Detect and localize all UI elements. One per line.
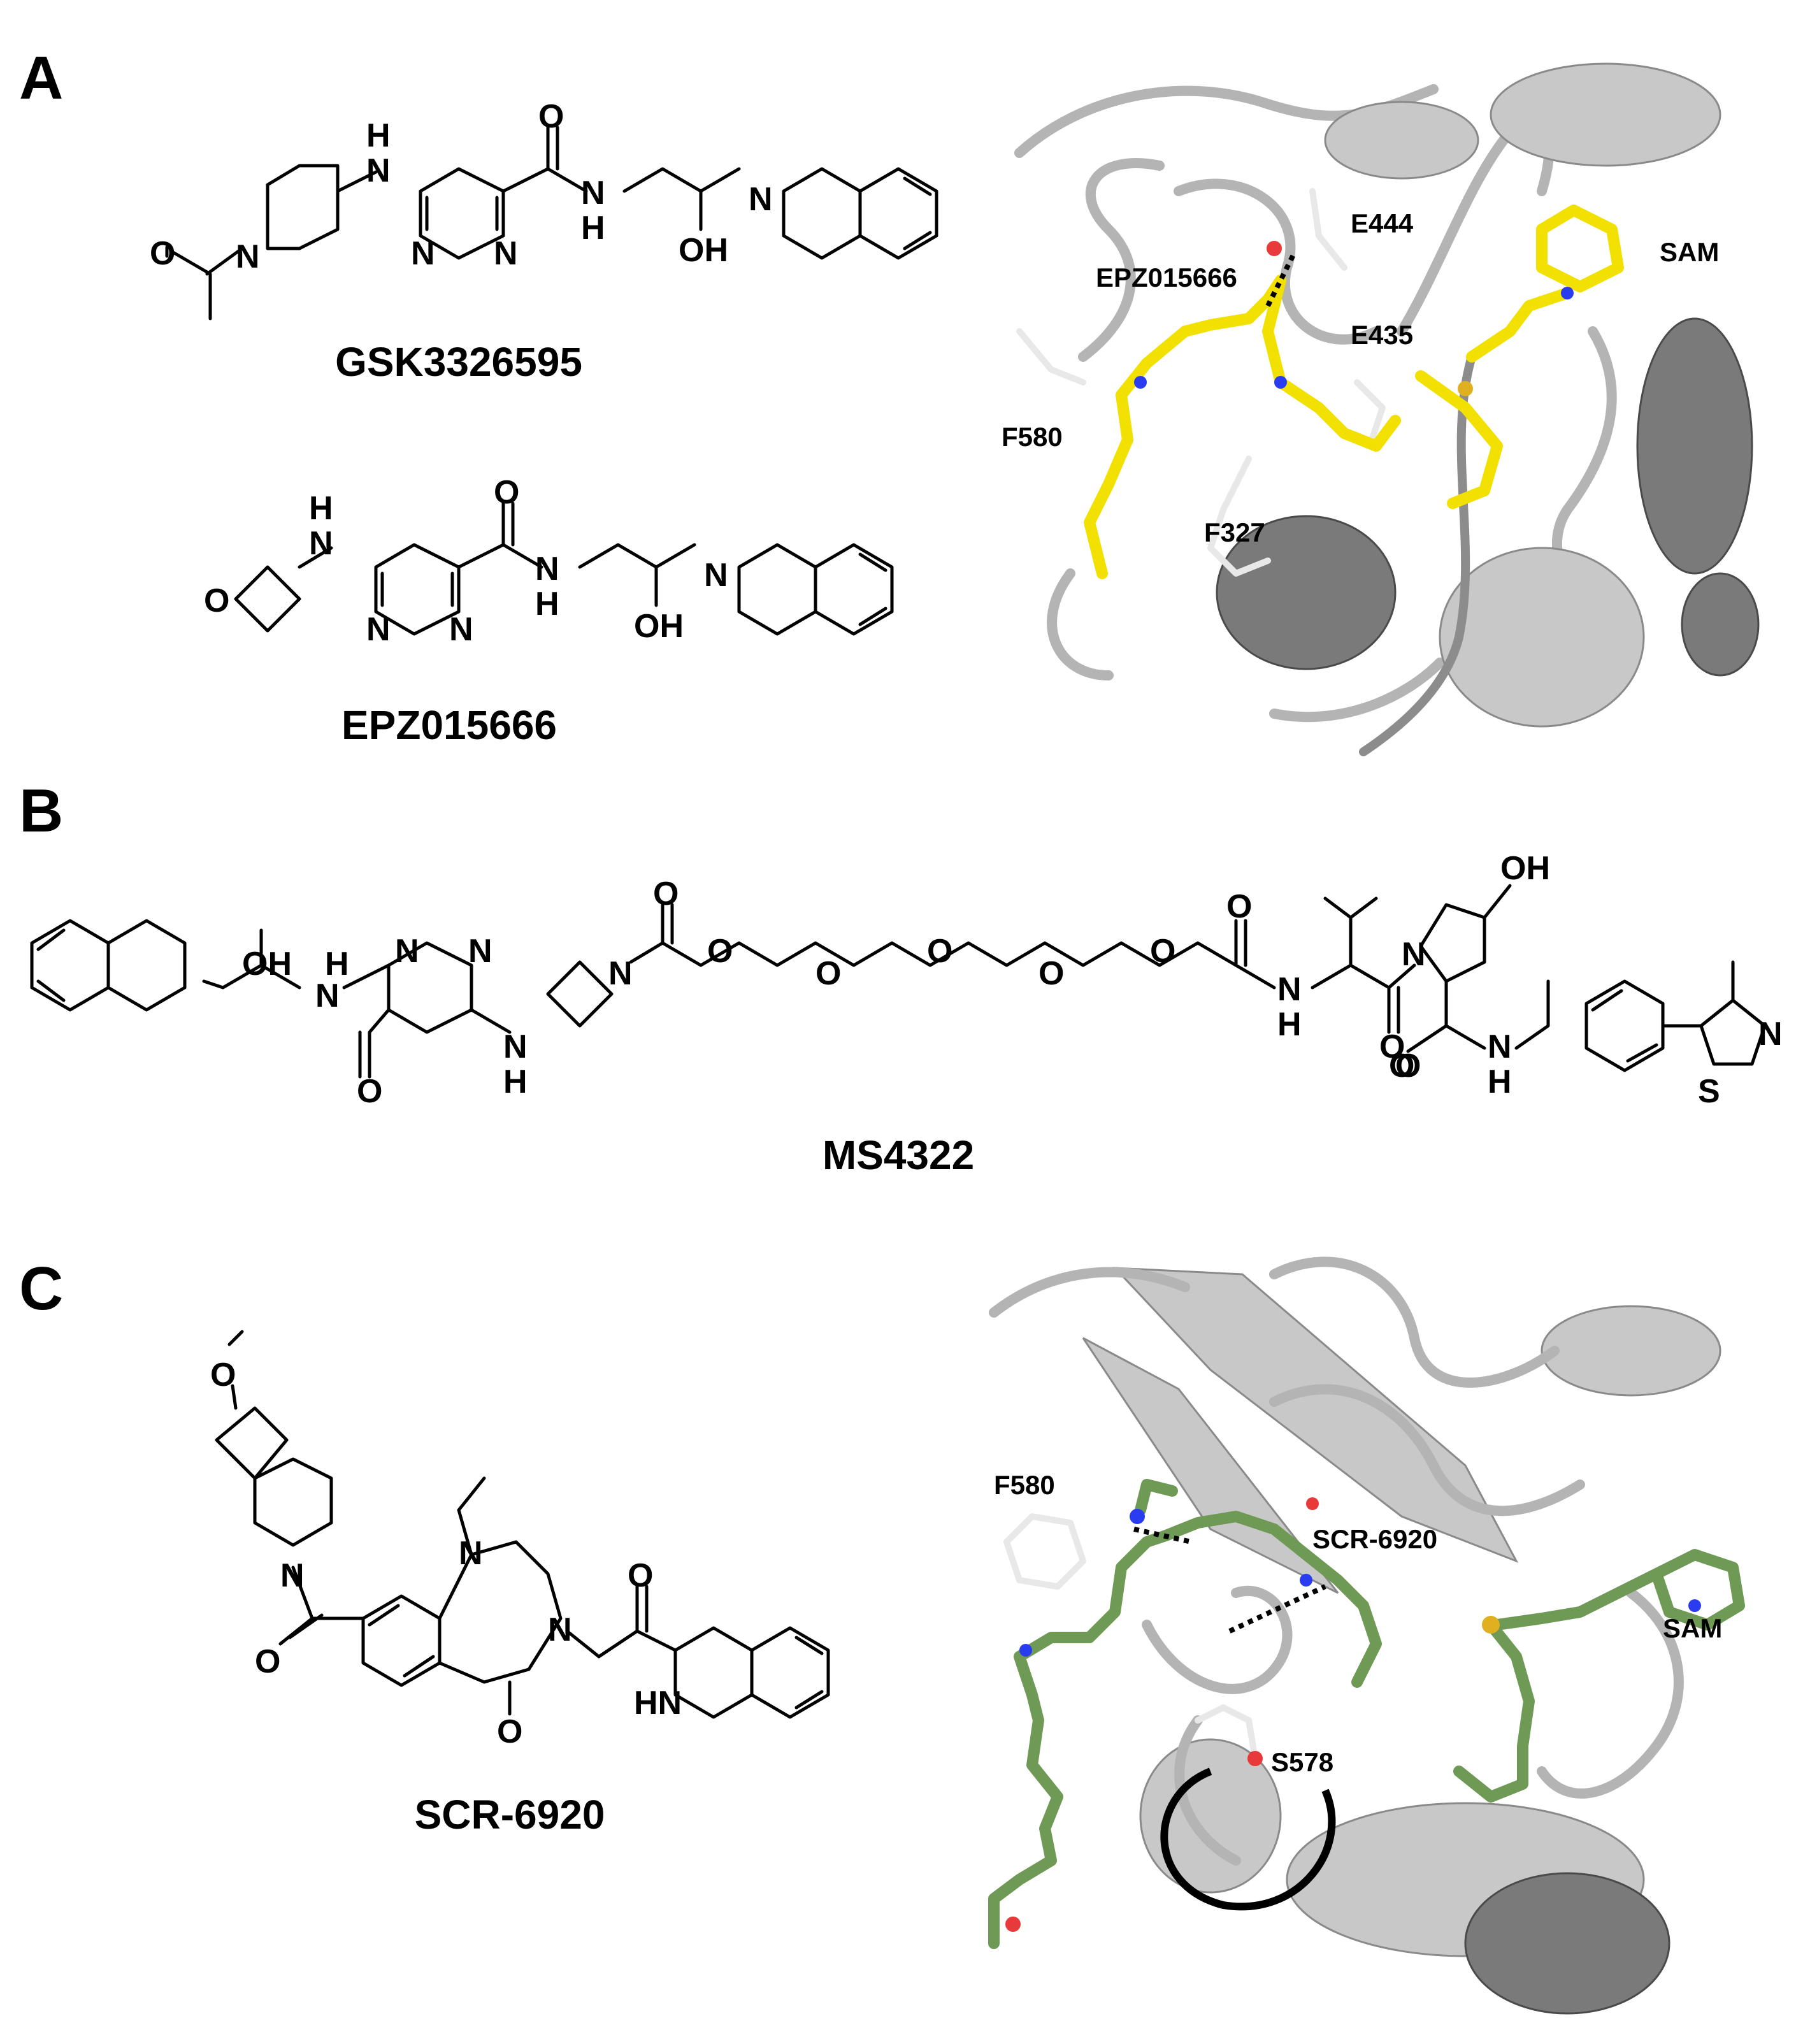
svg-text:H: H: [325, 946, 349, 982]
panel-c: C O N O: [19, 1242, 1765, 2033]
svg-text:N: N: [704, 557, 728, 594]
svg-text:EPZ015666: EPZ015666: [1096, 263, 1237, 292]
svg-text:N: N: [503, 1028, 528, 1065]
label-epz015666: EPZ015666: [341, 702, 557, 748]
svg-text:H: H: [503, 1063, 528, 1100]
svg-text:N: N: [395, 933, 419, 970]
svg-text:OH: OH: [1500, 850, 1550, 887]
svg-text:E435: E435: [1351, 320, 1413, 350]
svg-text:N: N: [366, 611, 391, 648]
svg-text:N: N: [535, 551, 559, 587]
svg-text:O: O: [497, 1713, 522, 1750]
svg-text:O: O: [255, 1643, 280, 1680]
svg-text:OH: OH: [242, 946, 292, 982]
panel-letter-a: A: [19, 44, 63, 112]
svg-text:F580: F580: [1002, 422, 1063, 452]
svg-text:N: N: [1277, 971, 1302, 1008]
svg-text:SAM: SAM: [1663, 1613, 1722, 1643]
svg-text:N: N: [315, 977, 340, 1014]
svg-text:N: N: [548, 1611, 572, 1648]
svg-text:O: O: [210, 1357, 236, 1393]
svg-text:N: N: [468, 933, 492, 970]
svg-text:E444: E444: [1351, 208, 1414, 238]
compound-scr-6920: O N O N N O O HN: [210, 1330, 830, 1750]
svg-text:N: N: [1488, 1028, 1512, 1065]
svg-text:N: N: [411, 235, 435, 272]
svg-text:O: O: [204, 582, 229, 619]
protein-structure-a: E444 EPZ015666 SAM E435 F580 F327: [1002, 57, 1760, 758]
svg-text:N: N: [608, 955, 633, 992]
svg-text:O: O: [707, 933, 733, 970]
svg-text:O: O: [494, 474, 519, 511]
svg-text:O: O: [653, 875, 679, 912]
svg-text:OH: OH: [634, 608, 684, 645]
svg-text:N: N: [449, 611, 473, 648]
label-ms4322: MS4322: [823, 1132, 974, 1178]
svg-text:N: N: [581, 175, 605, 212]
svg-text:O: O: [357, 1073, 382, 1110]
svg-text:N: N: [459, 1535, 483, 1572]
svg-text:O: O: [1379, 1028, 1405, 1065]
compound-ms4322: OH H N O N N N H O N O O O O O O O N H O…: [30, 850, 1783, 1110]
svg-text:O: O: [815, 955, 841, 992]
svg-text:H: H: [366, 117, 391, 154]
protein-structure-c: F580 SCR-6920 SAM S578: [981, 1242, 1765, 2033]
svg-text:N: N: [494, 235, 518, 272]
svg-text:N: N: [366, 152, 391, 189]
compound-epz015666: H N O N H N N OH N O: [204, 474, 894, 648]
panel-b: B: [19, 777, 1783, 1178]
svg-text:O: O: [150, 235, 175, 272]
svg-text:HN: HN: [634, 1685, 682, 1722]
svg-text:H: H: [581, 210, 605, 247]
svg-text:S: S: [1698, 1073, 1720, 1110]
svg-text:N: N: [309, 525, 333, 562]
svg-text:O: O: [1226, 888, 1252, 925]
svg-text:H: H: [309, 490, 333, 527]
svg-text:O: O: [628, 1557, 653, 1594]
svg-text:O: O: [1150, 933, 1175, 970]
svg-text:N: N: [236, 238, 260, 275]
svg-text:OH: OH: [679, 232, 728, 269]
panel-a: A H N O N: [19, 44, 1760, 758]
svg-text:F327: F327: [1204, 517, 1265, 547]
svg-text:O: O: [1038, 955, 1064, 992]
svg-text:O: O: [1395, 1047, 1421, 1084]
svg-text:S578: S578: [1271, 1747, 1333, 1777]
svg-text:N: N: [1758, 1016, 1783, 1053]
label-scr-6920: SCR-6920: [415, 1792, 605, 1838]
compound-gsk3326595: H N O N H N N OH N O N: [150, 98, 938, 320]
svg-text:O: O: [1389, 1047, 1414, 1084]
svg-text:N: N: [280, 1557, 305, 1594]
label-gsk3326595: GSK3326595: [335, 339, 582, 385]
svg-text:O: O: [927, 933, 952, 970]
svg-text:O: O: [538, 98, 564, 135]
svg-text:H: H: [535, 586, 559, 623]
svg-text:H: H: [1277, 1006, 1302, 1043]
svg-text:SAM: SAM: [1660, 237, 1719, 267]
svg-text:H: H: [1488, 1063, 1512, 1100]
svg-text:N: N: [749, 181, 773, 218]
svg-text:F580: F580: [994, 1470, 1055, 1500]
panel-letter-b: B: [19, 777, 63, 845]
svg-text:N: N: [1402, 936, 1426, 973]
panel-letter-c: C: [19, 1255, 63, 1323]
svg-text:SCR-6920: SCR-6920: [1312, 1524, 1437, 1554]
